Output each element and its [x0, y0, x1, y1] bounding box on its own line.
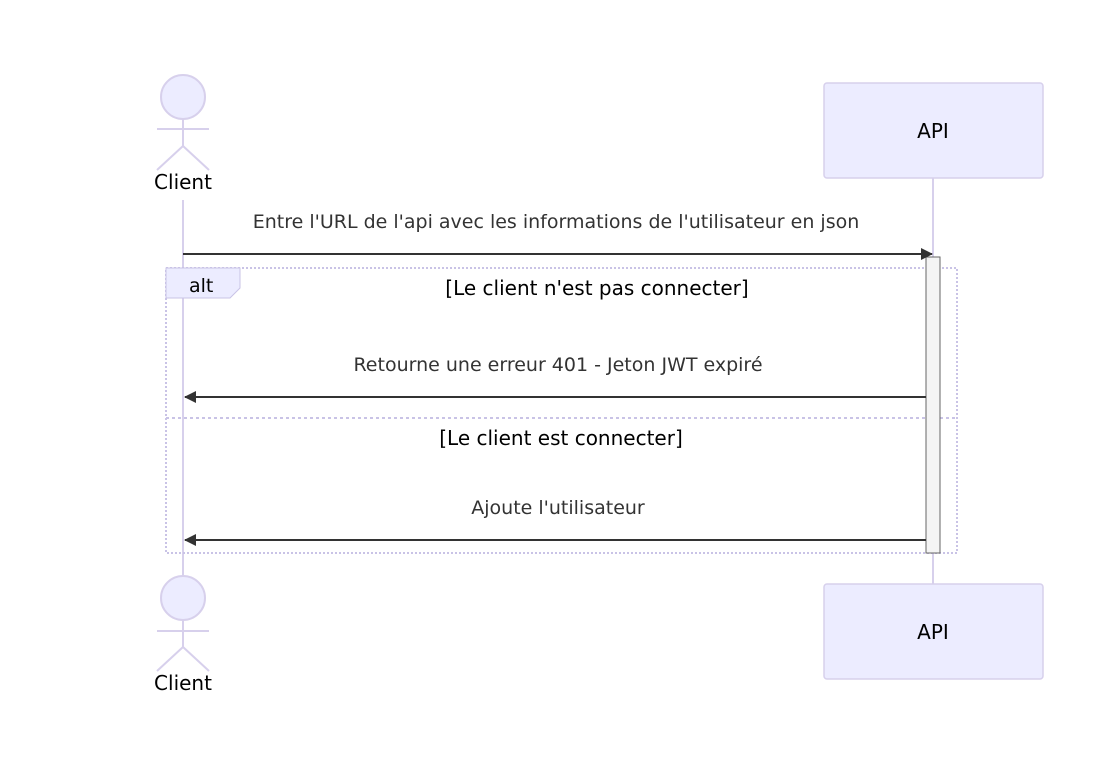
- alt-condition-2: [Le client est connecter]: [439, 426, 683, 450]
- message-1-label: Entre l'URL de l'api avec les informatio…: [253, 211, 860, 233]
- api-participant-top: API: [823, 82, 1044, 179]
- actor-stick-figure-icon: [156, 575, 210, 672]
- alt-label-box: [165, 267, 241, 299]
- alt-label: alt: [189, 275, 213, 297]
- alt-block-frame: [165, 267, 958, 554]
- message-3-label: Ajoute l'utilisateur: [471, 497, 645, 519]
- alt-condition-1: [Le client n'est pas connecter]: [445, 276, 748, 300]
- client-actor-bottom: Client: [154, 575, 212, 695]
- actor-stick-figure-icon: [156, 74, 210, 171]
- api-box-top: [823, 82, 1044, 179]
- api-box-bottom: [823, 583, 1044, 680]
- client-actor-top: Client: [154, 74, 212, 194]
- api-label-bottom: API: [917, 620, 949, 644]
- api-participant-bottom: API: [823, 583, 1044, 680]
- api-activation-bar: [925, 256, 941, 554]
- api-label-top: API: [917, 119, 949, 143]
- client-label-bottom: Client: [154, 671, 212, 695]
- client-label-top: Client: [154, 170, 212, 194]
- alt-block: alt [Le client n'est pas connecter] [Le …: [165, 267, 958, 554]
- message-2-label: Retourne une erreur 401 - Jeton JWT expi…: [353, 354, 762, 376]
